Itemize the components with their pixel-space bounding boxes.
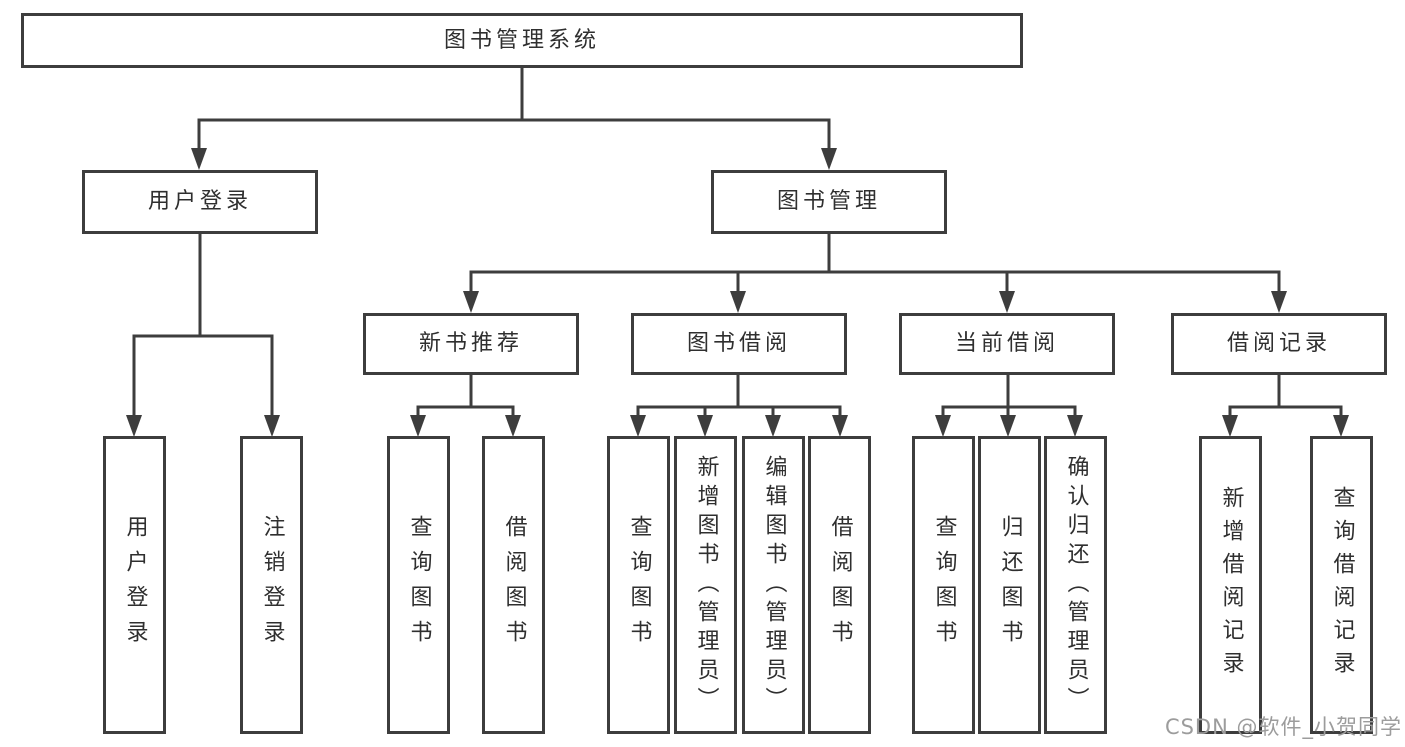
node-confirm-return-admin: 确认归还（管理员）: [1044, 436, 1107, 734]
node-borrow-books-1-label: 借阅图书: [501, 515, 527, 655]
node-book-management-label: 图书管理: [776, 189, 881, 214]
connector-user-login-children: [132, 234, 274, 418]
arrowheads-borrow-record-children: [1222, 415, 1349, 437]
node-query-books-2: 查询图书: [607, 436, 670, 734]
node-logout: 注销登录: [240, 436, 303, 734]
node-book-borrow-label: 图书借阅: [686, 331, 791, 356]
connector-current-borrow-children: [941, 375, 1077, 418]
node-new-book-recommend-label: 新书推荐: [418, 331, 523, 356]
node-query-books-3: 查询图书: [912, 436, 975, 734]
node-borrow-books-1: 借阅图书: [482, 436, 545, 734]
node-return-book: 归还图书: [978, 436, 1041, 734]
arrowheads-root-to-level2: [191, 148, 837, 170]
connector-new-book-children: [416, 375, 515, 418]
node-edit-book-admin: 编辑图书（管理员）: [742, 436, 805, 734]
connector-borrow-record-children: [1228, 375, 1343, 418]
node-current-borrow: 当前借阅: [899, 313, 1115, 375]
node-book-borrow: 图书借阅: [631, 313, 847, 375]
node-borrow-records: 借阅记录: [1171, 313, 1387, 375]
node-query-borrow-record-label: 查询借阅记录: [1329, 486, 1355, 684]
node-root: 图书管理系统: [21, 13, 1023, 68]
node-add-borrow-record: 新增借阅记录: [1199, 436, 1262, 734]
node-query-books-1-label: 查询图书: [406, 515, 432, 655]
node-query-books-3-label: 查询图书: [931, 515, 957, 655]
node-return-book-label: 归还图书: [997, 515, 1023, 655]
node-add-borrow-record-label: 新增借阅记录: [1218, 486, 1244, 684]
node-confirm-return-admin-label: 确认归还（管理员）: [1063, 454, 1089, 716]
node-borrow-books-2-label: 借阅图书: [827, 515, 853, 655]
node-current-borrow-label: 当前借阅: [954, 331, 1059, 356]
node-user-login-leaf-label: 用户登录: [122, 515, 148, 655]
node-book-management: 图书管理: [711, 170, 947, 234]
node-add-book-admin: 新增图书（管理员）: [674, 436, 737, 734]
node-user-login-leaf: 用户登录: [103, 436, 166, 734]
arrowheads-book-borrow-children: [630, 415, 848, 437]
arrowheads-user-login-children: [126, 415, 280, 437]
connector-book-borrow-children: [636, 375, 842, 418]
connector-book-management-children: [469, 234, 1281, 295]
csdn-watermark: CSDN @软件_小贺同学: [1164, 715, 1402, 739]
node-new-book-recommend: 新书推荐: [363, 313, 579, 375]
node-query-books-2-label: 查询图书: [626, 515, 652, 655]
node-user-login: 用户登录: [82, 170, 318, 234]
node-query-borrow-record: 查询借阅记录: [1310, 436, 1373, 734]
node-logout-label: 注销登录: [259, 515, 285, 655]
connector-root-to-level2: [197, 68, 831, 152]
node-user-login-label: 用户登录: [147, 189, 252, 214]
node-borrow-records-label: 借阅记录: [1226, 331, 1331, 356]
node-query-books-1: 查询图书: [387, 436, 450, 734]
node-edit-book-admin-label: 编辑图书（管理员）: [761, 454, 787, 716]
node-root-label: 图书管理系统: [443, 27, 600, 53]
node-add-book-admin-label: 新增图书（管理员）: [693, 454, 719, 716]
arrowheads-book-management-children: [463, 291, 1287, 313]
arrowheads-new-book-children: [410, 415, 521, 437]
node-borrow-books-2: 借阅图书: [808, 436, 871, 734]
arrowheads-current-borrow-children: [935, 415, 1083, 437]
